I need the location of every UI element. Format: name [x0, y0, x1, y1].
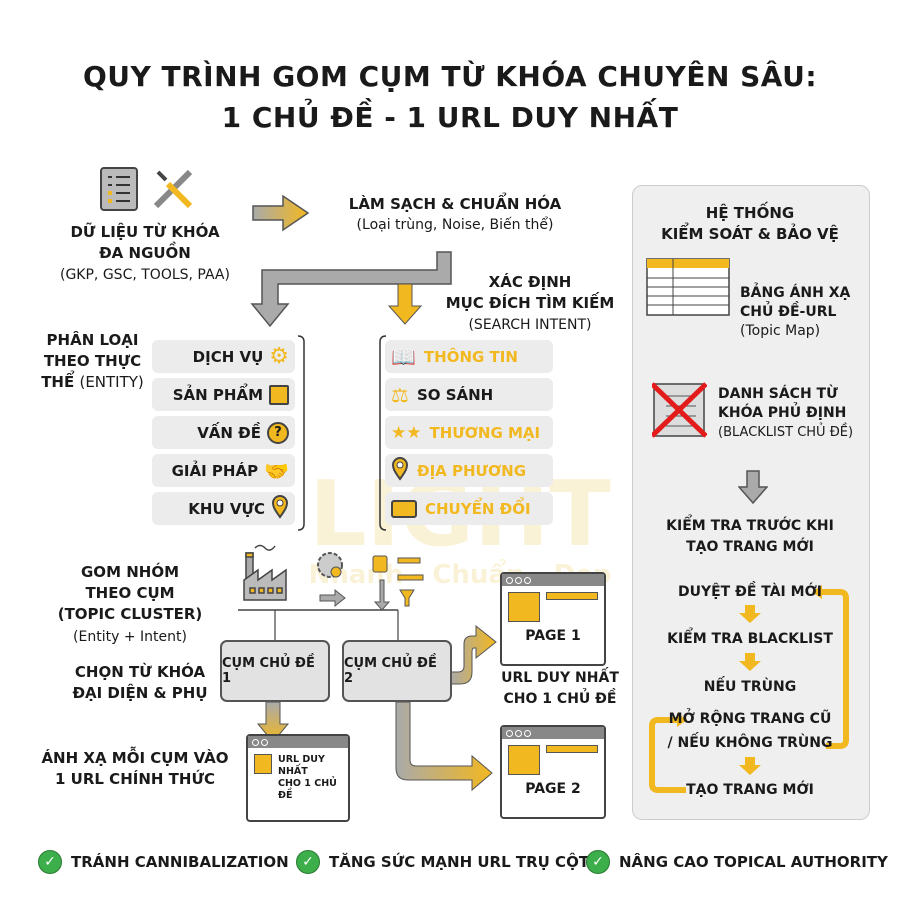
arrow-right: [252, 194, 310, 232]
intent-sub: (SEARCH INTENT): [468, 317, 592, 333]
arrow-to-page2: [395, 701, 493, 792]
flow-step: TẠO TRANG MỚI: [686, 782, 814, 798]
cluster-box-2: CỤM CHỦ ĐỀ 2: [342, 640, 452, 702]
arrow-to-card: [256, 701, 290, 743]
intent-item: ★★THƯƠNG MẠI: [385, 416, 553, 449]
check-circle-icon: ✓: [586, 850, 610, 874]
flow-step: MỞ RỘNG TRANG CŨ: [668, 711, 832, 727]
gear-badge-icon: [317, 552, 343, 578]
question-icon: ?: [267, 421, 289, 444]
benefit-item: ✓NÂNG CAO TOPICAL AUTHORITY: [586, 850, 888, 874]
entity-item: DỊCH VỤ⚙: [152, 340, 295, 373]
book-icon: 📖: [391, 344, 416, 369]
cluster-sub: (Entity + Intent): [73, 629, 187, 645]
clean-sub: (Loại trùng, Noise, Biến thể): [356, 217, 554, 233]
location-pin-icon: [391, 456, 409, 485]
title-line-1: QUY TRÌNH GOM CỤM TỪ KHÓA CHUYÊN SÂU:: [82, 60, 818, 93]
location-pin-icon: [271, 494, 289, 523]
tools-icon: [150, 166, 196, 216]
gear-icon: ⚙: [269, 344, 289, 369]
source-sub: (GKP, GSC, TOOLS, PAA): [60, 267, 230, 283]
check-circle-icon: ✓: [38, 850, 62, 874]
arrow-to-page1: [449, 624, 497, 685]
arrow-down-icon: [737, 470, 769, 508]
factory-icon: [243, 544, 287, 601]
check-circle-icon: ✓: [296, 850, 320, 874]
entity-item: SẢN PHẨM: [152, 378, 295, 411]
funnel-sort-icon: [372, 555, 424, 611]
small-arrow: [319, 588, 346, 608]
handshake-icon: 🤝: [264, 458, 289, 483]
flow-step: / NẾU KHÔNG TRÙNG: [667, 735, 833, 751]
benefit-item: ✓TRÁNH CANNIBALIZATION: [38, 850, 289, 874]
checklist-icon: [100, 167, 138, 215]
box-icon: [269, 384, 289, 405]
intent-item: 📖THÔNG TIN: [385, 340, 553, 373]
connector-gray: [250, 251, 452, 328]
scale-icon: ⚖: [391, 382, 409, 407]
page-1-card: PAGE 1: [500, 572, 606, 666]
blacklist-crossed-icon: [650, 382, 708, 442]
flow-step: NẾU TRÙNG: [703, 679, 797, 695]
title-line-2: 1 CHỦ ĐỀ - 1 URL DUY NHẤT: [221, 101, 679, 134]
entity-item: GIẢI PHÁP🤝: [152, 454, 295, 487]
intent-item: ⚖SO SÁNH: [385, 378, 553, 411]
stars-icon: ★★: [391, 422, 422, 443]
check-flow-arrows: [649, 585, 849, 793]
flow-step: DUYỆT ĐỀ TÀI MỚI: [677, 584, 823, 600]
flow-step: KIỂM TRA BLACKLIST: [667, 631, 833, 647]
entity-item: KHU VỰC: [152, 492, 295, 525]
page-2-card: PAGE 2: [500, 725, 606, 819]
entity-item: VẤN ĐỀ?: [152, 416, 295, 449]
table-icon: [646, 258, 730, 320]
credit-card-icon: [391, 499, 417, 518]
intent-item: CHUYỂN ĐỔI: [385, 492, 553, 525]
clean-title: LÀM SẠCH & CHUẨN HÓA: [348, 195, 562, 213]
arrow-down-yellow: [387, 283, 423, 325]
benefit-item: ✓TĂNG SỨC MẠNH URL TRỤ CỘT: [296, 850, 589, 874]
cluster-box-1: CỤM CHỦ ĐỀ 1: [220, 640, 330, 702]
intent-item: ĐỊA PHƯƠNG: [385, 454, 553, 487]
